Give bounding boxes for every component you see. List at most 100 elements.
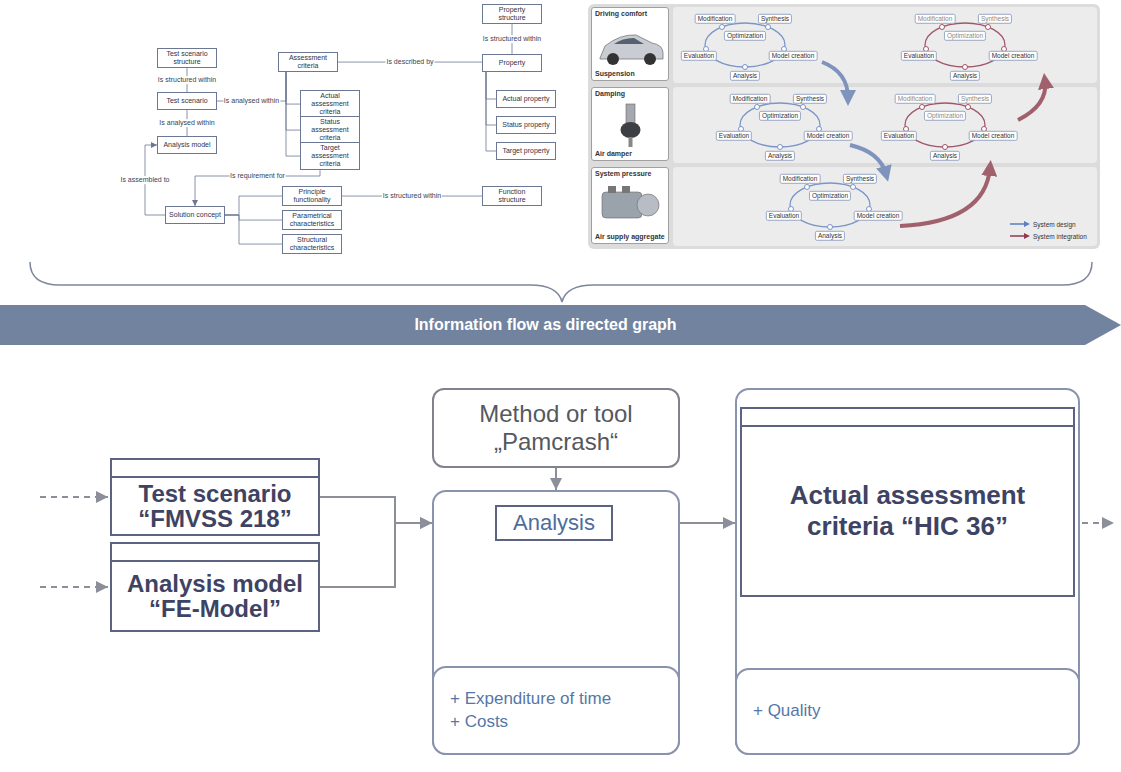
cycle-step-label: Synthesis <box>758 14 792 24</box>
legend: System designSystem integration <box>1010 218 1087 242</box>
cycle-dot <box>851 185 856 190</box>
connector <box>286 72 300 130</box>
relation-label: Is analysed within <box>223 97 280 105</box>
cycle-dot <box>966 105 971 110</box>
connector <box>680 522 735 524</box>
cycle-step-label: Synthesis <box>793 94 827 104</box>
cont-text: Actual assessment criteria “HIC 36” <box>740 407 1075 597</box>
legend-row: System integration <box>1010 230 1087 242</box>
output-container: Actual assessment criteria “HIC 36” + Qua… <box>735 388 1080 755</box>
connector <box>486 72 496 151</box>
system-level-card: DampingAir damper <box>591 87 669 161</box>
class-box: Target assessment criteria <box>300 142 360 170</box>
comp-text: + Expenditure of time <box>450 688 662 710</box>
comp-text: + Costs <box>450 711 662 733</box>
pic-text: Suspension <box>595 70 665 78</box>
outgoing-dashed-arrow <box>1082 522 1114 524</box>
connector <box>320 497 432 523</box>
cycle-dot <box>805 185 810 190</box>
cont-text: Analysis <box>495 505 613 541</box>
class-box: Analysis model <box>157 136 217 154</box>
cycle-step-label: Analysis <box>765 151 795 161</box>
cycle-step-label: Modification <box>730 94 771 104</box>
mini-text: Status assessment criteria <box>304 118 356 142</box>
legend-row: System design <box>1010 218 1087 230</box>
row-band <box>673 167 1097 246</box>
cycle-step-label: Optimization <box>944 31 986 41</box>
relation-label: Is analysed within <box>158 119 215 127</box>
relation-label: Is structured within <box>157 76 217 84</box>
cycle-step-label: Model creation <box>969 131 1018 141</box>
cycle-step-label: Analysis <box>930 151 960 161</box>
cycle-dot <box>940 25 945 30</box>
connector <box>486 72 496 99</box>
cycle-step-label: Modification <box>780 174 821 184</box>
cycle-step-label: Synthesis <box>843 174 877 184</box>
legend-text: System design <box>1033 221 1076 228</box>
class-box: Solution concept <box>165 206 225 224</box>
cycle-dot <box>943 145 948 150</box>
mini-text: Target assessment criteria <box>304 144 356 168</box>
pic-text: System pressure <box>595 170 665 178</box>
cycle-dot <box>828 225 833 230</box>
class-box: Parametrical characteristics <box>282 210 342 230</box>
input-box: Test scenario “FMVSS 218” <box>110 458 320 536</box>
integration-arrow <box>1018 81 1045 120</box>
damper-picture <box>592 88 668 160</box>
aggr-picture <box>592 168 668 240</box>
cycle-step-label: Analysis <box>730 71 760 81</box>
curly-brace <box>30 262 1092 302</box>
mini-text: Assessment criteria <box>282 54 334 70</box>
cycle-dot <box>720 25 725 30</box>
cycle-step-label: Model creation <box>769 51 818 61</box>
cycle-step-label: Optimization <box>724 31 766 41</box>
relation-label: Is described by <box>385 58 434 66</box>
mini-text: Actual property <box>502 95 549 103</box>
class-box: Structural characteristics <box>282 234 342 254</box>
cycle-step-label: Analysis <box>950 71 980 81</box>
quality-compartment: + Quality <box>735 668 1080 755</box>
pic-text: Damping <box>595 90 665 98</box>
banner-text: Information flow as directed graph <box>414 316 676 334</box>
car-picture <box>592 8 668 80</box>
cycle-step-label: Evaluation <box>766 211 802 221</box>
cycle-step-label: Optimization <box>924 111 966 121</box>
connector <box>225 215 282 220</box>
cycle-step-label: Evaluation <box>681 51 717 61</box>
class-box: Assessment criteria <box>278 52 338 72</box>
cycle-step-label: Optimization <box>809 191 851 201</box>
mini-text: Test scenario <box>166 97 207 105</box>
connector <box>486 72 496 125</box>
class-box: Test scenario <box>157 92 217 110</box>
cycle-dot <box>963 65 968 70</box>
cycle-step-label: Model creation <box>804 131 853 141</box>
class-box: Principle functionality <box>282 186 342 206</box>
mini-text: Property <box>499 59 525 67</box>
connector <box>555 468 557 490</box>
class-box: Property <box>482 54 542 72</box>
relation-label: Is structured within <box>482 35 542 43</box>
connector <box>225 215 282 244</box>
cycle-step-label: Model creation <box>989 51 1038 61</box>
class-box: Function structure <box>482 186 542 206</box>
effort-compartment: + Expenditure of time+ Costs <box>432 666 680 755</box>
cycle-step-label: Analysis <box>815 231 845 241</box>
connector <box>225 196 282 215</box>
cycle-step-label: Modification <box>695 14 736 24</box>
row-band <box>673 7 1097 83</box>
class-box: Status property <box>496 116 556 134</box>
class-box: Status assessment criteria <box>300 116 360 144</box>
class-box: Actual assessment criteria <box>300 90 360 118</box>
input-box: Analysis model “FE-Model” <box>110 542 320 632</box>
class-box: Actual property <box>496 90 556 108</box>
relation-label: Is requirement for <box>229 172 286 180</box>
incoming-dashed-arrow <box>40 496 108 498</box>
class-box: Test scenario structure <box>157 48 217 68</box>
mini-text: Analysis model <box>163 141 210 149</box>
cycle-step-label: Optimization <box>759 111 801 121</box>
flow-banner: Information flow as directed graph <box>0 305 1121 345</box>
system-level-card: System pressureAir supply aggregate <box>591 167 669 244</box>
cycle-step-label: Synthesis <box>978 14 1012 24</box>
mini-text: Function structure <box>486 188 538 204</box>
cycle-dot <box>743 65 748 70</box>
